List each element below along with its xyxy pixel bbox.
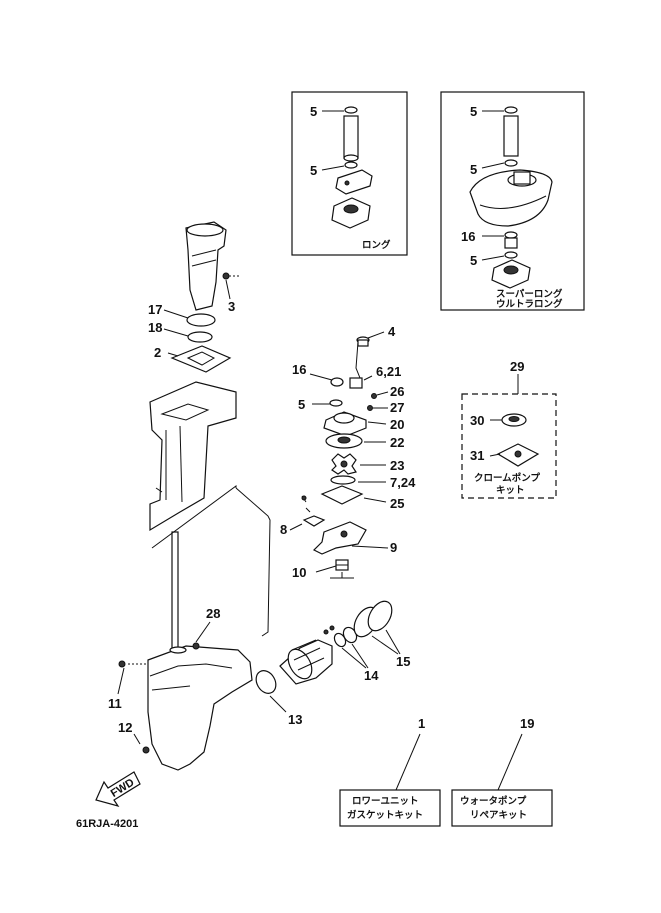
chrome-kit-label-1: クロームポンプ: [474, 472, 540, 484]
upper-casing: [149, 381, 271, 653]
fwd-arrow: FWD: [95, 771, 141, 808]
grommet-6: [349, 377, 363, 389]
o-ring-xl-c: [504, 251, 518, 259]
callout-16: 16: [292, 362, 306, 377]
callout-5: 5: [470, 253, 477, 268]
callout-28: 28: [206, 606, 220, 621]
water-tube-xl: [503, 115, 519, 157]
fwd-arrow-shape: [95, 771, 141, 808]
lower-casing-body: [147, 645, 253, 771]
bolt-11: [118, 660, 126, 668]
callout-1: 1: [418, 716, 425, 731]
washer-8: [302, 515, 326, 527]
pump-kit-label-1: ウォータポンプ: [460, 795, 527, 807]
upper-tube-assembly: 3 17 18 2: [148, 221, 240, 373]
chrome-kit-inset: 29 30 31 クロームポンプ キット: [461, 359, 557, 499]
callout-5: 5: [470, 162, 477, 177]
housing-bore: [343, 204, 359, 214]
long-inset-frame: [291, 91, 408, 256]
gasket-7: [330, 475, 356, 485]
xl-inset: 5 5 16 5 スーパーロング ウルトラロング: [440, 91, 585, 311]
xl-inset-frame: [440, 91, 585, 311]
o-ring-15b: [367, 600, 393, 632]
collar-neck: [513, 171, 531, 185]
lower-casing: 28 11 12: [108, 606, 253, 771]
xl-label-1: スーパーロング: [496, 288, 563, 300]
o-ring-xl-b: [504, 159, 518, 167]
seal-xl: [504, 237, 518, 249]
callout-2: 2: [154, 345, 161, 360]
o-ring-13: [255, 670, 277, 694]
callout-15: 15: [396, 654, 410, 669]
pump-kit-label-2: リペアキット: [470, 810, 527, 821]
o-ring-5: [329, 399, 343, 407]
callout-3: 3: [228, 299, 235, 314]
tube-bracket-long: [335, 169, 373, 195]
upper-casing-body: [149, 381, 237, 532]
callout-7-24: 7,24: [390, 475, 416, 490]
chrome-kit-frame: [461, 393, 557, 499]
callout-30: 30: [470, 413, 484, 428]
callout-25: 25: [390, 496, 404, 511]
seal-16: [330, 377, 344, 387]
callout-4: 4: [388, 324, 396, 339]
chrome-kit-label-2: キット: [496, 485, 525, 496]
callout-20: 20: [390, 417, 404, 432]
o-ring-18: [187, 331, 213, 343]
callout-5: 5: [298, 397, 305, 412]
o-ring-long-bot: [344, 161, 358, 169]
bolt-12: [142, 746, 150, 754]
callout-5: 5: [470, 104, 477, 119]
water-tube-long: [343, 115, 359, 159]
long-inset: 5 5 ロング: [291, 91, 408, 256]
gasket-9: [312, 521, 367, 555]
callout-26: 26: [390, 384, 404, 399]
callout-17: 17: [148, 302, 162, 317]
pump-kit-box: [451, 789, 553, 827]
gasket-kit-label-1: ロワーユニット: [352, 796, 419, 807]
gasket-kit-box: [339, 789, 441, 827]
callout-5: 5: [310, 104, 317, 119]
xl-label-2: ウルトラロング: [496, 298, 563, 310]
long-label: ロング: [362, 239, 391, 251]
gasket-2: [170, 345, 232, 373]
callout-14: 14: [364, 668, 379, 683]
callout-8: 8: [280, 522, 287, 537]
outer-plate-25: [320, 485, 364, 505]
bracket-hole: [344, 180, 350, 186]
o-ring-long-top: [344, 106, 358, 114]
grommet-xl: [504, 231, 518, 239]
callout-18: 18: [148, 320, 162, 335]
callout-31: 31: [470, 448, 484, 463]
callout-22: 22: [390, 435, 404, 450]
drive-shaft: [171, 531, 179, 653]
callout-10: 10: [292, 565, 306, 580]
bolt-3: [222, 272, 230, 280]
callout-9: 9: [390, 540, 397, 555]
callout-23: 23: [390, 458, 404, 473]
callout-13: 13: [288, 712, 302, 727]
callout-29: 29: [510, 359, 524, 374]
callout-5: 5: [310, 163, 317, 178]
callout-27: 27: [390, 400, 404, 415]
diagram-code: 61RJA-4201: [76, 818, 138, 830]
callout-11: 11: [108, 696, 122, 711]
tube-long-end: [343, 154, 359, 162]
prop-shaft-housing: 13 14 15: [255, 600, 410, 727]
callout-6-21: 6,21: [376, 364, 401, 379]
bolt-28: [192, 642, 200, 650]
water-tube-4: [355, 341, 361, 379]
water-pump-stack: 4 6,21 16 5 26 27 20 22 23: [280, 324, 416, 580]
callout-12: 12: [118, 720, 132, 735]
callout-19: 19: [520, 716, 534, 731]
kit-callouts: 1 19 ロワーユニット ガスケットキット ウォータポンプ リペアキット: [339, 716, 553, 827]
gasket-kit-label-2: ガスケットキット: [347, 809, 423, 821]
o-ring-17: [186, 313, 216, 327]
callout-16: 16: [461, 229, 475, 244]
o-ring-xl-a: [504, 106, 518, 114]
